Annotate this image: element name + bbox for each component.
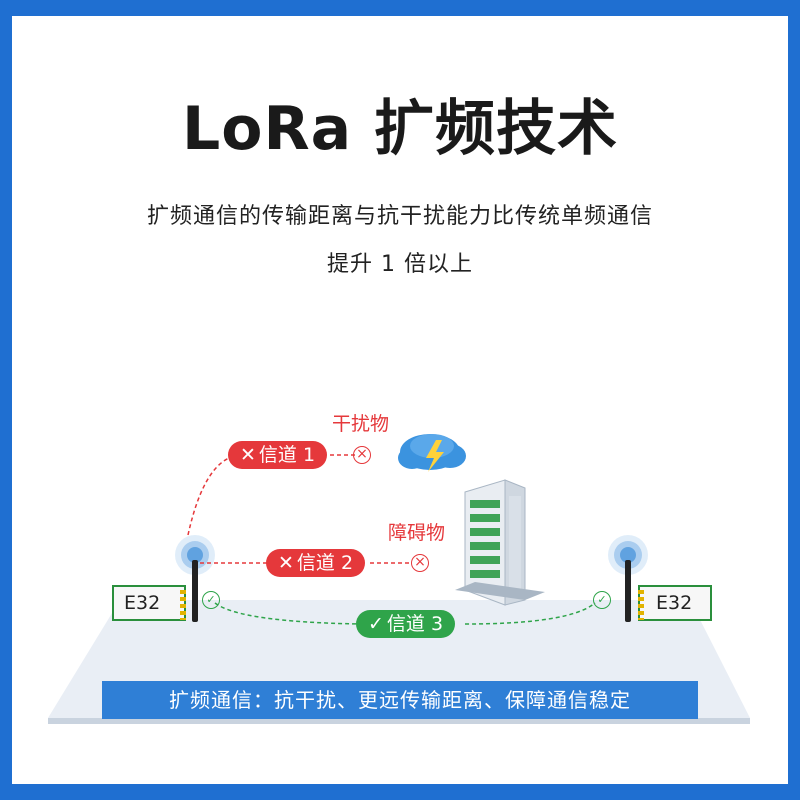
- channel-1-path: [187, 454, 241, 536]
- subtitle-line-2: 提升 1 倍以上: [327, 252, 473, 277]
- channel-2-pill: ✕信道 2: [266, 549, 366, 577]
- left-module-label: E32: [124, 592, 161, 614]
- channel-1-label: 信道 1: [258, 444, 316, 466]
- channel-3-label: 信道 3: [386, 613, 444, 635]
- channel-2-label: 信道 2: [296, 552, 354, 574]
- barrier-label: 障碍物: [388, 522, 446, 544]
- left-antenna-icon: [175, 535, 215, 622]
- right-antenna-icon: [608, 535, 648, 622]
- blocked-marker-2-icon: ×: [411, 554, 429, 572]
- interference-label: 干扰物: [332, 413, 390, 435]
- blocked-marker-1-icon: ×: [353, 446, 371, 464]
- building-icon: [455, 479, 545, 606]
- channel-3-path-right: [464, 602, 596, 625]
- right-module-label: E32: [656, 592, 693, 614]
- channel-1-pill: ✕信道 1: [228, 441, 328, 469]
- ok-marker-right-icon: ✓: [593, 591, 611, 609]
- cross-icon: ✕: [240, 444, 256, 466]
- right-e32-module: E32: [638, 585, 712, 621]
- ok-marker-left-icon: ✓: [202, 591, 220, 609]
- channel-3-path-left: [214, 602, 361, 625]
- left-e32-module: E32: [112, 585, 186, 621]
- bottom-caption: 扩频通信：抗干扰、更远传输距离、保障通信稳定: [102, 681, 698, 719]
- cloud-lightning-icon: [398, 434, 466, 472]
- page-title: LoRa 扩频技术: [181, 94, 619, 164]
- subtitle-line-1: 扩频通信的传输距离与抗干扰能力比传统单频通信: [146, 204, 653, 229]
- channel-3-pill: ✓信道 3: [356, 610, 456, 638]
- ground-edge: [48, 718, 750, 724]
- check-icon: ✓: [368, 613, 384, 635]
- cross-icon: ✕: [278, 552, 294, 574]
